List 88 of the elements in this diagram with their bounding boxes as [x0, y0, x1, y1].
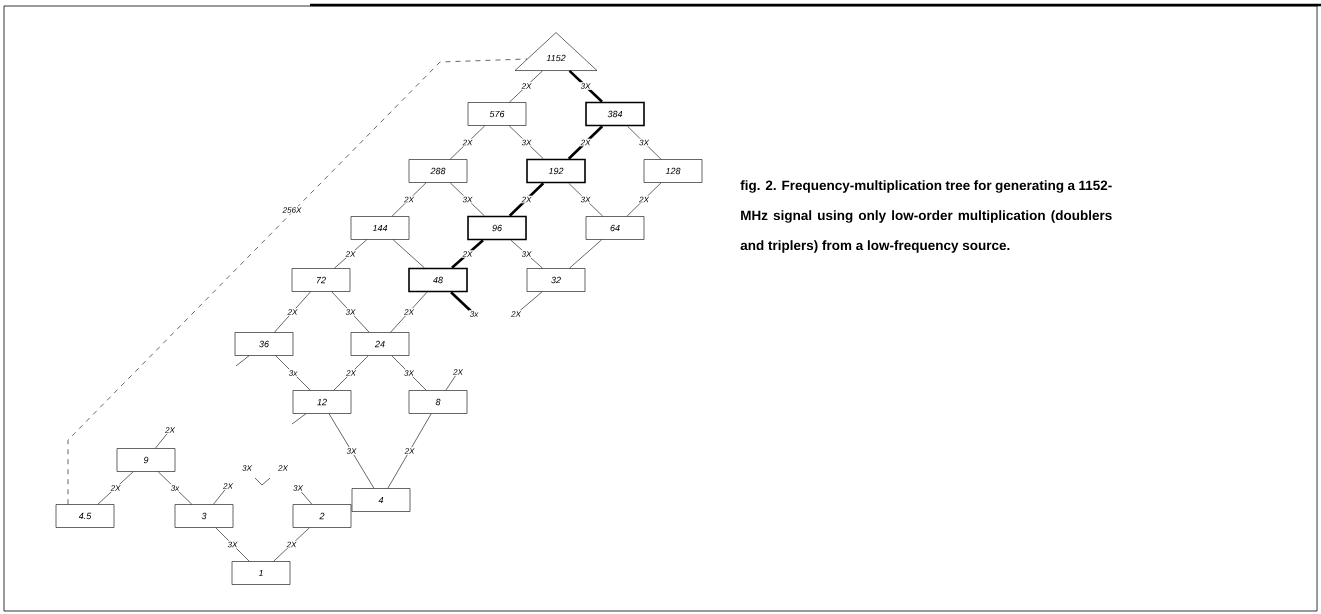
value-box: 2 [292, 504, 352, 528]
edge-label: 2X [222, 482, 234, 490]
edge-label: 3X [344, 308, 357, 316]
connector-line [390, 292, 428, 333]
edge-label: 3X [520, 138, 533, 147]
edge-label: 3X [638, 138, 650, 147]
edge-label: 3X [579, 82, 592, 90]
edge-label: 3X [345, 447, 358, 455]
multiplier-label: 2X [278, 465, 289, 471]
edge-label: 2X [520, 82, 533, 90]
connector-line [333, 355, 369, 391]
connector-line [291, 413, 307, 425]
value-box: 24 [350, 332, 410, 356]
edge-label: 2X [638, 195, 650, 204]
connector-line [626, 182, 662, 217]
edge-label: 2X [403, 195, 415, 204]
edge-label: 3x [468, 310, 480, 318]
connector-line [235, 355, 250, 367]
value-box: 384 [585, 101, 645, 127]
edge-label: 2X [510, 310, 522, 318]
value-box: 8 [408, 390, 468, 414]
connector-line [627, 126, 662, 160]
value-box: 576 [467, 102, 527, 126]
edge-label: 2X [344, 250, 357, 258]
edge-label: 2X [452, 368, 464, 376]
connector-line [569, 239, 602, 269]
connector-line [157, 471, 193, 505]
connector-line [328, 413, 375, 489]
connector-line [215, 527, 250, 562]
connector-line [508, 125, 544, 159]
dashed-line [67, 58, 528, 505]
connector-line [449, 125, 486, 160]
connector-line [449, 182, 485, 216]
connector-line [509, 70, 543, 103]
value-box: 12 [292, 390, 352, 414]
edge-label: 3X [403, 369, 415, 377]
edge-label: 2X [403, 308, 415, 316]
edge-label: 2X [520, 195, 533, 204]
multiplier-label: 3X [242, 465, 253, 471]
edge-label: 3X [461, 195, 474, 204]
connector-line [567, 125, 604, 160]
edge-label: 2X [109, 484, 122, 492]
value-box: 48 [408, 267, 468, 293]
connector-line [451, 239, 484, 269]
edge-label: 2X [579, 138, 592, 147]
value-box: 72 [291, 268, 351, 292]
connector-line [568, 183, 604, 217]
edge-label: 2X [461, 250, 474, 258]
edge-label: 2X [286, 308, 299, 316]
connector-line [97, 471, 134, 505]
value-box: 1 [231, 561, 291, 585]
connector-line [391, 355, 427, 391]
value-box: 128 [643, 159, 703, 183]
value-box: 192 [526, 158, 586, 184]
value-box: 144 [350, 216, 410, 240]
connector-line [274, 291, 311, 333]
edge-label: 2X [164, 426, 176, 434]
value-box: 9 [116, 448, 176, 472]
value-box: 36 [234, 332, 294, 356]
connector-line [568, 69, 603, 103]
value-box: 96 [467, 215, 527, 241]
value-box: 64 [585, 216, 645, 240]
edge-label: 256X [281, 206, 303, 214]
triangle: 1152 [514, 32, 598, 71]
connector-line [508, 182, 545, 217]
edge-label: 3X [292, 484, 304, 492]
connector-line [391, 182, 427, 217]
connector-line [392, 239, 425, 268]
connector-line [387, 413, 432, 489]
edge-label: 2X [461, 138, 474, 147]
value-box: 4 [351, 488, 411, 512]
edge-label: 3x [169, 484, 181, 492]
edge-label: 3X [579, 195, 592, 204]
value-box: 288 [408, 159, 468, 183]
value-box: 32 [526, 268, 586, 292]
edge-label: 3x [287, 369, 299, 377]
connector-line [273, 527, 310, 562]
edge-label: 3X [520, 250, 533, 258]
value-box: 4.5 [55, 504, 115, 528]
caption: fig. 2. Frequency-multiplication tree for generating a 1152-MHz signal using only low-order multiplication (doublers and triplers) from a low-frequency source. [740, 180, 1112, 253]
edge-label: 2X [403, 447, 416, 455]
connector-line [334, 239, 367, 269]
edge-label: 2X [345, 369, 357, 377]
edge-label: 2X [285, 540, 298, 549]
connector-line [275, 355, 311, 391]
edge-label: 3X [226, 540, 239, 549]
connector-line [331, 291, 370, 333]
value-box: 3 [174, 504, 234, 528]
